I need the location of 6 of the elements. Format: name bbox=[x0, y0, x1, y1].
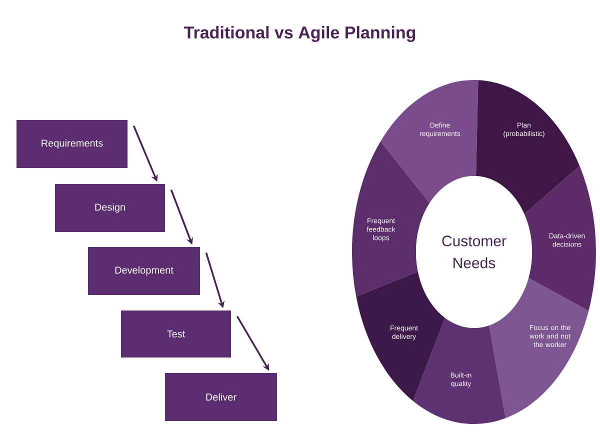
process-box: Development bbox=[88, 247, 200, 295]
process-box: Design bbox=[55, 184, 165, 232]
process-box: Deliver bbox=[165, 372, 277, 421]
process-box: Requirements bbox=[16, 120, 128, 168]
title: Traditional vs Agile Planning bbox=[184, 26, 416, 42]
process-box: Test bbox=[121, 310, 231, 358]
